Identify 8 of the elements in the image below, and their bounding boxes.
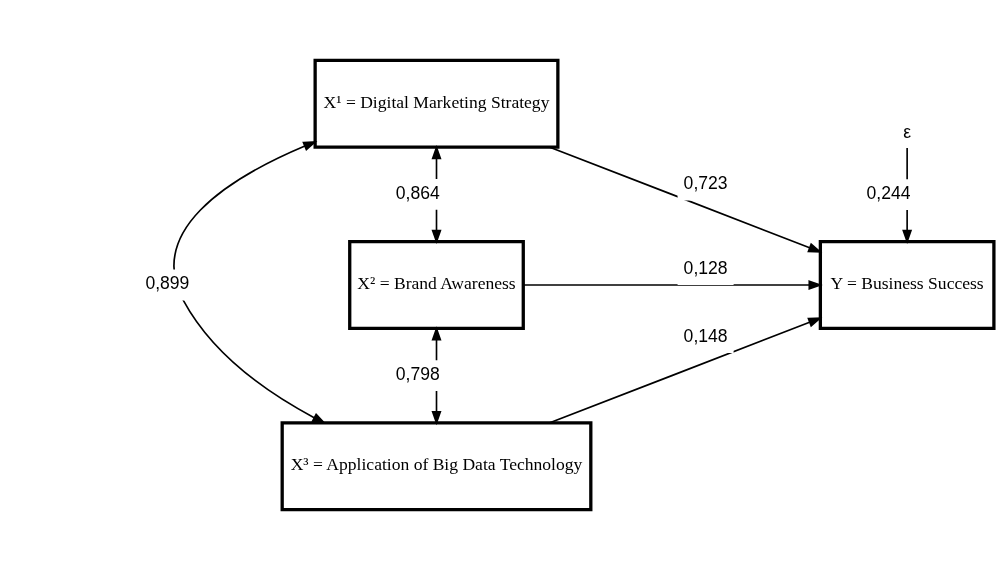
edge-label: 0,864: [395, 182, 440, 203]
edge-label: 0,128: [683, 257, 728, 278]
node-text: ε: [903, 121, 912, 142]
edge-label: 0,798: [395, 363, 440, 384]
edge-label: 0,723: [683, 172, 728, 193]
edge-label: 0,244: [866, 182, 911, 203]
edge-label: 0,899: [145, 272, 190, 293]
edge-label: 0,148: [683, 325, 728, 346]
